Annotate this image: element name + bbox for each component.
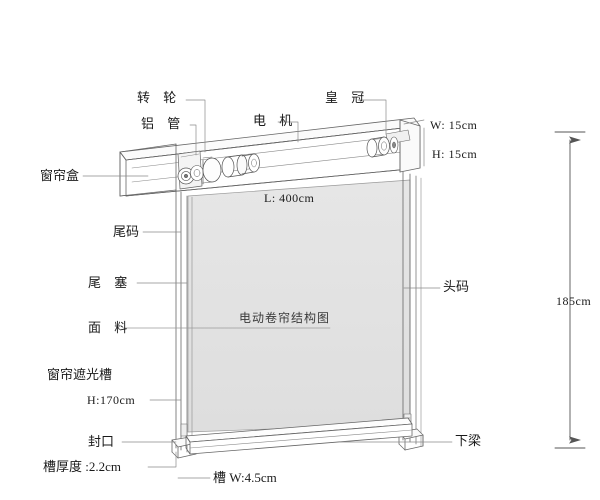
label-aluminum-tube: 铝 管 [141, 116, 186, 131]
dimension-box-height: H: 15cm [432, 147, 478, 161]
label-bottom-beam: 下梁 [455, 433, 482, 448]
dimension-channel-thickness: 槽厚度 :2.2cm [43, 459, 121, 474]
right-side-channel [398, 171, 424, 451]
dimension-overall-height: 185cm [556, 294, 592, 308]
label-seal: 封口 [88, 434, 115, 449]
motor-mechanism [221, 153, 260, 178]
diagram-title: 电动卷帘结构图 [239, 311, 331, 325]
leader-lines [82, 99, 453, 479]
label-crown: 皇 冠 [325, 90, 370, 105]
overall-height-dimension [554, 131, 586, 449]
dimension-channel-width: 槽 W:4.5cm [213, 470, 277, 485]
bottom-bar [185, 417, 413, 455]
label-tail-code: 尾码 [113, 224, 140, 239]
dimension-channel-height: H:170cm [87, 393, 136, 407]
label-tail-plug: 尾 塞 [88, 275, 133, 290]
label-fabric: 面 料 [88, 320, 133, 335]
label-curtain-box: 窗帘盒 [40, 168, 80, 183]
dimension-box-length: L: 400cm [264, 191, 315, 205]
label-head-code: 头码 [443, 279, 470, 294]
crown-mechanism [366, 136, 399, 158]
roller-wheel-mechanism [177, 150, 222, 190]
label-shading-channel: 窗帘遮光槽 [47, 367, 113, 382]
label-roller-wheel: 转 轮 [137, 90, 182, 105]
dimension-box-width: W: 15cm [430, 118, 478, 132]
fabric-panel [187, 179, 411, 433]
label-motor: 电 机 [253, 113, 298, 128]
